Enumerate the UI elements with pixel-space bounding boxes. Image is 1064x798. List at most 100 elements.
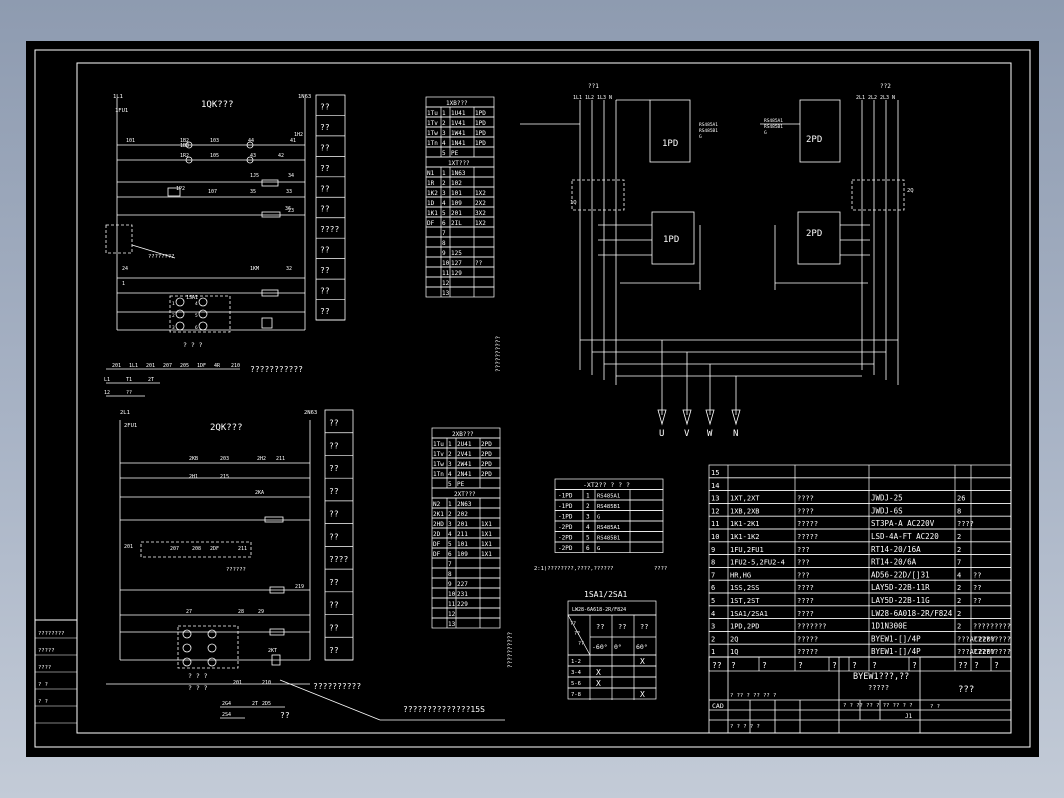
bom-cell: ??? xyxy=(797,546,810,554)
terminal-cell: 8 xyxy=(448,571,452,578)
sa-mark: X xyxy=(640,657,645,666)
bom-cell: ????? xyxy=(797,520,818,528)
bom-cell: 2Q xyxy=(730,635,738,643)
top-desc-cells: ???????????????????????? xyxy=(316,102,345,321)
bom-cell: ???AC220V xyxy=(957,648,996,656)
wire-label: 36 xyxy=(285,206,291,212)
left-strip-text: ?????????????????? ?? ? xyxy=(38,631,65,705)
wire-label: 201 xyxy=(124,544,133,550)
wire-label: 103 xyxy=(210,138,219,144)
bom-cell: ST3PA-A AC220V xyxy=(871,519,935,528)
phase-label: 2L2 xyxy=(868,95,877,101)
terminal-cell: DF xyxy=(433,551,441,558)
bottom-circuit-title: 2QK??? xyxy=(210,423,243,433)
terminal-cell: 2D xyxy=(433,531,441,538)
chain-label: 207 xyxy=(163,363,172,369)
wire-label: 29 xyxy=(258,609,264,615)
sa-corner: ?? xyxy=(578,641,584,647)
wire-label: 211 xyxy=(276,456,285,462)
terminal-cell: 227 xyxy=(457,581,468,588)
desc-cell: ?? xyxy=(329,623,339,632)
rs-label: G xyxy=(699,134,702,140)
bom-cell: 26 xyxy=(957,495,965,503)
inner-frame xyxy=(76,62,1012,734)
wire-label: 2H2 xyxy=(257,456,266,462)
phase-label: 2L3 xyxy=(880,95,889,101)
wire-label: 101 xyxy=(126,138,135,144)
bom-header-cell: ? xyxy=(832,661,837,670)
wire-label: 41 xyxy=(290,138,296,144)
bom-cell: 14 xyxy=(711,482,719,490)
wire-label: 1 xyxy=(122,281,125,287)
terminal-cell: 6 xyxy=(448,551,452,558)
bom-cell: 2 xyxy=(957,533,961,541)
bom-cell: 2 xyxy=(957,584,961,592)
bom-cell: 4 xyxy=(957,571,961,579)
xt-cell: RS485B1 xyxy=(597,504,620,510)
bom-cell: 9 xyxy=(711,546,715,554)
bom-cell: LAY5D-22B-11G xyxy=(871,596,930,605)
bom-cell: ???AC220V xyxy=(957,635,996,643)
bom-cell: ???? xyxy=(797,495,814,503)
bom-cell: RT14-20/16A xyxy=(871,545,921,554)
wire-label: 27 xyxy=(186,609,192,615)
desc-cell: ?? xyxy=(320,184,330,193)
bom-cell: ???? xyxy=(957,520,974,528)
chain-label: 1DF xyxy=(197,363,206,369)
phase-label: 1L3 xyxy=(597,95,606,101)
strip-cell: ????? xyxy=(38,648,55,654)
q1-tag: 1Q xyxy=(570,200,577,206)
desc-cell: ?? xyxy=(320,287,330,296)
rs-label: G xyxy=(764,130,767,136)
xt-cell: G xyxy=(597,546,600,552)
wire-label: 43 xyxy=(250,153,256,159)
bom-cell: 1SS,2SS xyxy=(730,584,760,592)
terminal-cell: 5 xyxy=(448,481,452,488)
terminal-cell: PE xyxy=(451,150,459,157)
bom-cell: LW28-6A018-2R/F824 xyxy=(871,609,953,618)
sa-row-label: 5-6 xyxy=(571,681,581,687)
terminal-cell: 229 xyxy=(457,601,468,608)
terminal-cell: 1Tw xyxy=(427,130,438,137)
terminal-cell: 2 xyxy=(448,511,452,518)
terminal-cell: 7 xyxy=(448,561,452,568)
xt-cell: G xyxy=(597,515,600,521)
bottom-misc-label: ?????? xyxy=(226,567,246,573)
xt-cell: 5 xyxy=(586,535,590,542)
top-fu: 1FU1 xyxy=(115,108,128,114)
bom-cell: ???? xyxy=(797,597,814,605)
bom-cell: ?? xyxy=(973,571,981,579)
bom-cell: 1D1N300E xyxy=(871,622,908,631)
terminal-cell: 1Tn xyxy=(427,140,438,147)
wire-label: 1P2 xyxy=(176,186,185,192)
wire-label: 32 xyxy=(286,266,292,272)
strip-cell: ? ? xyxy=(38,682,48,688)
switch-table: 1SA1/2SA1LW28-6A618-2R/F824??????-60°0°6… xyxy=(567,590,657,700)
terminal-cell: 1 xyxy=(448,501,452,508)
terminal-cell: 2HD xyxy=(433,521,444,528)
terminal-cell: 9 xyxy=(448,581,452,588)
terminal-cell: 127 xyxy=(451,260,462,267)
terminal-cell: 4 xyxy=(448,531,452,538)
desc-cell: ?? xyxy=(329,601,339,610)
bom-cell: BYEW1-[]/4P xyxy=(871,647,921,656)
terminal-cell: 1PD xyxy=(475,110,486,117)
output-label: V xyxy=(684,429,690,439)
bom-cell: ??? xyxy=(797,571,810,579)
terminal-cell: DF xyxy=(433,541,441,548)
sa-mark: X xyxy=(640,690,645,699)
xt-cell: RS485A1 xyxy=(597,525,620,531)
wire-label: 2H1 xyxy=(189,474,198,480)
terminal-cell: 101 xyxy=(451,190,462,197)
terminal-cell: 8 xyxy=(442,240,446,247)
title-misc-3: J1 xyxy=(905,713,913,720)
desc-cell: ?? xyxy=(320,246,330,255)
power-circuit xyxy=(520,99,905,415)
terminal-cell: 10 xyxy=(448,591,456,598)
xt-cell: -1PD xyxy=(558,514,573,521)
bottom-q-label: ? ? ? xyxy=(188,672,208,680)
output-arrows xyxy=(657,409,741,426)
